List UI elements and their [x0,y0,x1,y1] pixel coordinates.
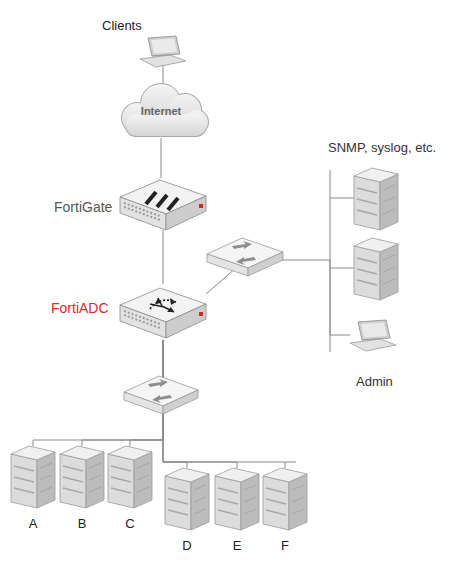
admin-laptop: Admin [350,318,396,352]
network-link [161,138,162,178]
cloud-shape [122,84,208,136]
internet-cloud: Internet [113,84,209,138]
network-link [163,230,164,284]
adc-device [120,288,206,338]
network-link [163,65,164,84]
bus-wire [285,170,354,462]
server-node: A [11,446,55,508]
group-label: SNMP, syslog, etc. [328,141,436,156]
node-label: FortiADC [51,300,109,316]
server-node: E [215,468,259,530]
node-label: Clients [102,19,142,34]
node-label: A [29,517,38,532]
node-label: B [78,517,87,532]
node-label: FortiGate [54,199,112,215]
node-label: F [281,539,289,554]
network-link [163,340,237,468]
node-label: Admin [356,375,393,390]
server-icon [354,168,398,230]
server-node: D [165,468,209,530]
firewall-node: FortiGate [120,178,206,230]
network-switch [124,376,198,414]
laptop-icon [140,36,186,67]
client-laptop: Clients [140,37,186,65]
network-link [206,260,350,335]
laptop-icon [350,320,396,351]
server-node: F [263,468,307,530]
node-label: E [233,539,242,554]
server-icon [108,446,152,508]
node-label: C [125,517,134,532]
network-link [163,340,285,468]
server-icon [215,468,259,530]
server-icon [60,446,104,508]
server-icon [263,468,307,530]
server-icon [165,468,209,530]
server-icon [11,446,55,508]
node-label: Internet [141,105,181,118]
network-switch [207,238,283,276]
server-icon [354,238,398,300]
firewall-device [120,180,206,230]
server-node: C [108,446,152,508]
node-label: D [182,539,191,554]
server-node: B [60,446,104,508]
adc-node: FortiADC [120,284,206,340]
